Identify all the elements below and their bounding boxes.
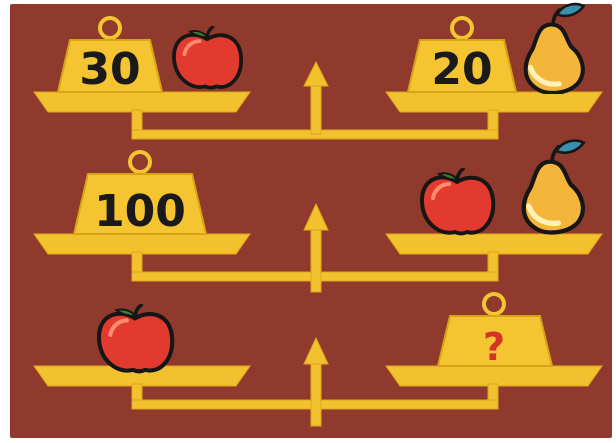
pivot-post xyxy=(311,82,321,134)
scale-row-3: ? xyxy=(34,294,602,426)
arrow-up-icon xyxy=(304,62,328,86)
right-pan xyxy=(386,92,602,112)
weight-label-1-right: 20 xyxy=(431,44,492,95)
weight-label-1-left: 30 xyxy=(79,44,140,95)
arrow-up-icon xyxy=(304,338,328,364)
scale-row-1: 30 20 xyxy=(34,4,602,139)
weight-icon: 30 xyxy=(58,18,162,95)
right-pan xyxy=(386,366,602,386)
weight-label-2-left: 100 xyxy=(94,186,186,237)
apple-icon xyxy=(99,305,172,371)
arrow-up-icon xyxy=(304,204,328,230)
question-mark: ? xyxy=(483,325,505,369)
left-pan xyxy=(34,92,250,112)
pear-icon xyxy=(526,4,584,93)
weight-icon: ? xyxy=(438,294,552,369)
weight-icon: 20 xyxy=(408,18,516,95)
weight-icon: 100 xyxy=(74,152,206,237)
apple-icon xyxy=(174,27,241,88)
scale-row-2: 100 xyxy=(34,141,602,292)
left-pan xyxy=(34,234,250,254)
apple-icon xyxy=(422,169,493,234)
pear-icon xyxy=(524,141,584,233)
pivot-post xyxy=(311,360,321,426)
pivot-post xyxy=(311,226,321,292)
right-pan xyxy=(386,234,602,254)
